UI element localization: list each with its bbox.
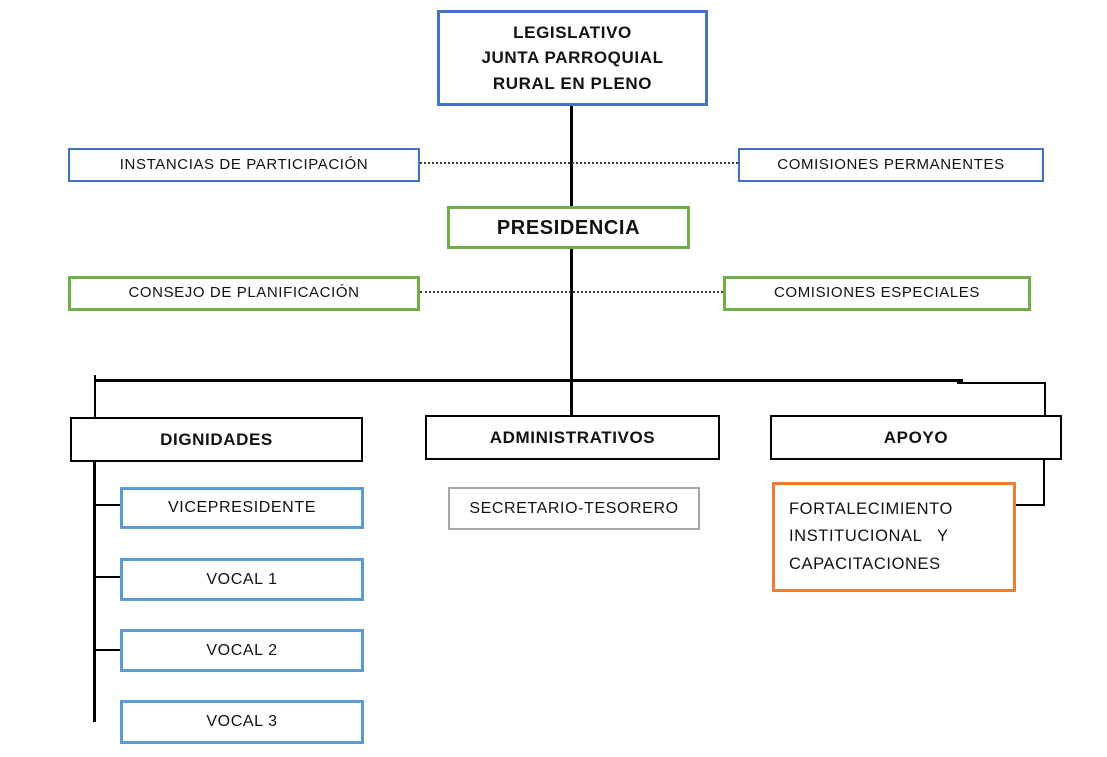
connector-dotted-consejo-comisiones-especiales [420,291,723,293]
connector-apoyo-fortalecimiento-horizontal [1016,504,1045,506]
connector-dignidades-children-spine [93,462,96,722]
connector-stub-vocal-1 [95,576,120,578]
node-vocal-3: VOCAL 3 [120,700,364,744]
connector-apoyo-fortalecimiento-vertical [1043,460,1045,506]
connector-stub-vocal-2 [95,649,120,651]
connector-dotted-instancias-comisiones-permanentes [420,162,738,164]
node-vocal-2: VOCAL 2 [120,629,364,672]
node-legislativo-junta-parroquial: LEGISLATIVO JUNTA PARROQUIAL RURAL EN PL… [437,10,708,106]
connector-spine-extension-apoyo [957,382,1046,384]
node-instancias-de-participacion: INSTANCIAS DE PARTICIPACIÓN [68,148,420,182]
connector-drop-dignidades [94,375,96,417]
node-administrativos: ADMINISTRATIVOS [425,415,720,460]
connector-stub-vicepresidente [95,504,120,506]
node-comisiones-permanentes: COMISIONES PERMANENTES [738,148,1044,182]
node-comisiones-especiales: COMISIONES ESPECIALES [723,276,1031,311]
node-fortalecimiento-institucional: FORTALECIMIENTO INSTITUCIONAL Y CAPACITA… [772,482,1016,592]
node-apoyo: APOYO [770,415,1062,460]
node-vocal-1: VOCAL 1 [120,558,364,601]
connector-presidencia-administrativos [570,249,573,415]
node-secretario-tesorero: SECRETARIO-TESORERO [448,487,700,530]
node-consejo-de-planificacion: CONSEJO DE PLANIFICACIÓN [68,276,420,311]
node-dignidades: DIGNIDADES [70,417,363,462]
connector-horizontal-spine [94,379,963,382]
node-vicepresidente: VICEPRESIDENTE [120,487,364,529]
node-presidencia: PRESIDENCIA [447,206,690,249]
connector-drop-apoyo [1044,382,1046,415]
connector-legislativo-presidencia [570,106,573,207]
